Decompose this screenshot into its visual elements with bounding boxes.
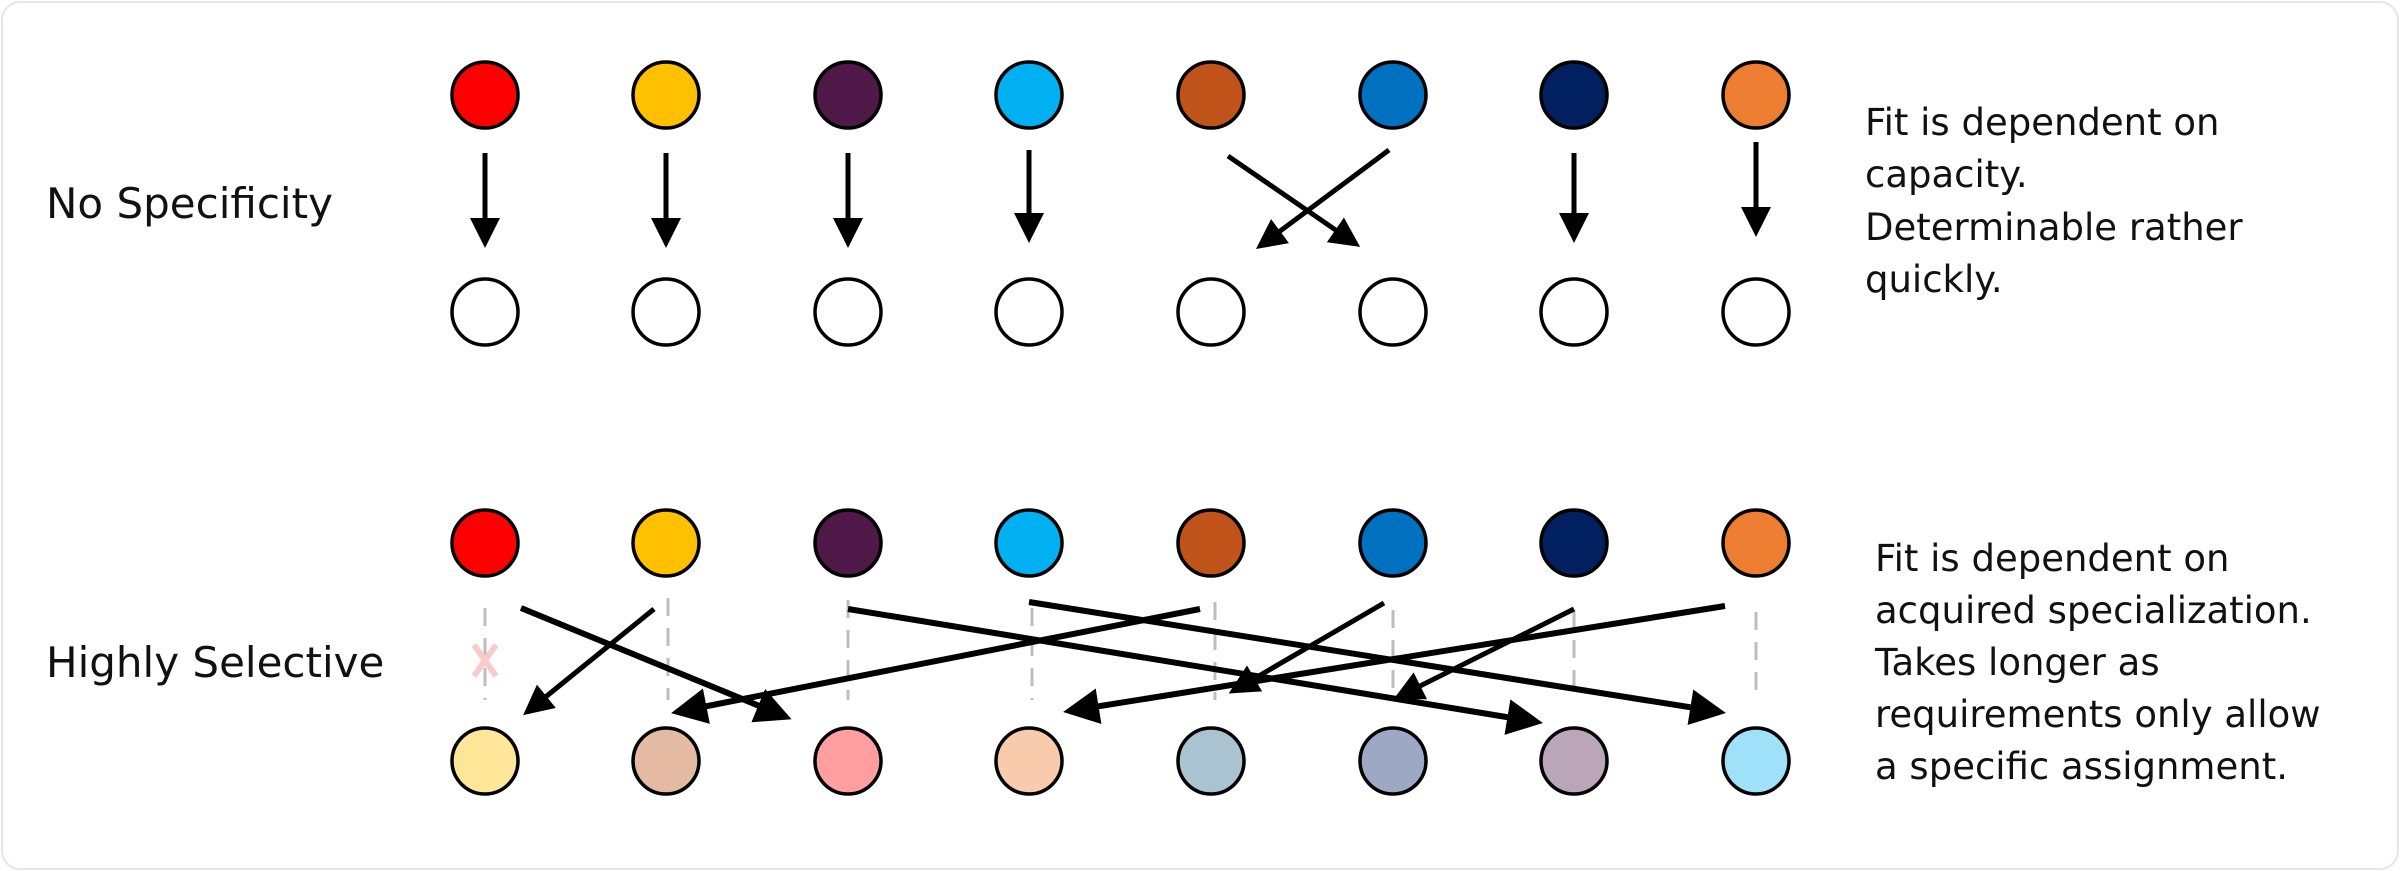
arrow	[523, 607, 656, 716]
description-line: quickly.	[1865, 258, 2003, 301]
description-line: requirements only allow	[1875, 693, 2321, 736]
section-no-specificity: No Specificity	[46, 60, 2243, 347]
source-node	[1721, 508, 1791, 578]
target-node	[813, 277, 883, 347]
source-node	[994, 508, 1064, 578]
source-node	[1358, 508, 1428, 578]
description-line: capacity.	[1865, 153, 2028, 196]
target-node	[1358, 726, 1428, 796]
description-line: Fit is dependent on	[1875, 537, 2229, 580]
x-mark-icon	[471, 643, 499, 678]
description-line: acquired specialization.	[1875, 589, 2312, 632]
target-node	[450, 277, 520, 347]
target-nodes	[450, 726, 1791, 796]
source-node	[631, 60, 701, 130]
source-nodes	[450, 508, 1791, 578]
description-line: Takes longer as	[1874, 641, 2160, 684]
description-line: Determinable rather	[1865, 206, 2243, 249]
arrow	[1255, 147, 1391, 249]
description-line: Fit is dependent on	[1865, 101, 2219, 144]
source-node	[631, 508, 701, 578]
section-description: Fit is dependent on acquired specializat…	[1874, 537, 2321, 788]
target-node	[631, 726, 701, 796]
target-node	[1721, 726, 1791, 796]
arrow	[1226, 153, 1361, 247]
source-node	[450, 60, 520, 130]
arrow	[671, 606, 1201, 724]
source-node	[1539, 508, 1609, 578]
source-node	[450, 508, 520, 578]
target-node	[1176, 726, 1246, 796]
target-node	[1358, 277, 1428, 347]
target-node	[450, 726, 520, 796]
arrow	[1063, 603, 1726, 725]
section-label: No Specificity	[46, 179, 333, 228]
section-label: Highly Selective	[46, 638, 384, 687]
target-node	[631, 277, 701, 347]
source-node	[1539, 60, 1609, 130]
target-node	[994, 726, 1064, 796]
target-node	[1176, 277, 1246, 347]
target-node	[1539, 726, 1609, 796]
target-node	[813, 726, 883, 796]
section-highly-selective: Highly Selective	[46, 508, 2321, 796]
arrow	[847, 606, 1543, 735]
assignment-arrows	[470, 142, 1771, 249]
arrow	[1228, 600, 1386, 694]
arrow	[1393, 606, 1576, 700]
target-nodes	[450, 277, 1791, 347]
source-nodes	[450, 60, 1791, 130]
description-line: a specific assignment.	[1875, 745, 2288, 788]
source-node	[813, 508, 883, 578]
target-node	[994, 277, 1064, 347]
target-node	[1721, 277, 1791, 347]
section-description: Fit is dependent on capacity. Determinab…	[1865, 101, 2243, 301]
target-node	[1539, 277, 1609, 347]
source-node	[1176, 508, 1246, 578]
guide-lines	[483, 598, 1758, 700]
source-node	[1358, 60, 1428, 130]
source-node	[813, 60, 883, 130]
source-node	[994, 60, 1064, 130]
source-node	[1176, 60, 1246, 130]
source-node	[1721, 60, 1791, 130]
assignment-arrows	[519, 599, 1726, 735]
